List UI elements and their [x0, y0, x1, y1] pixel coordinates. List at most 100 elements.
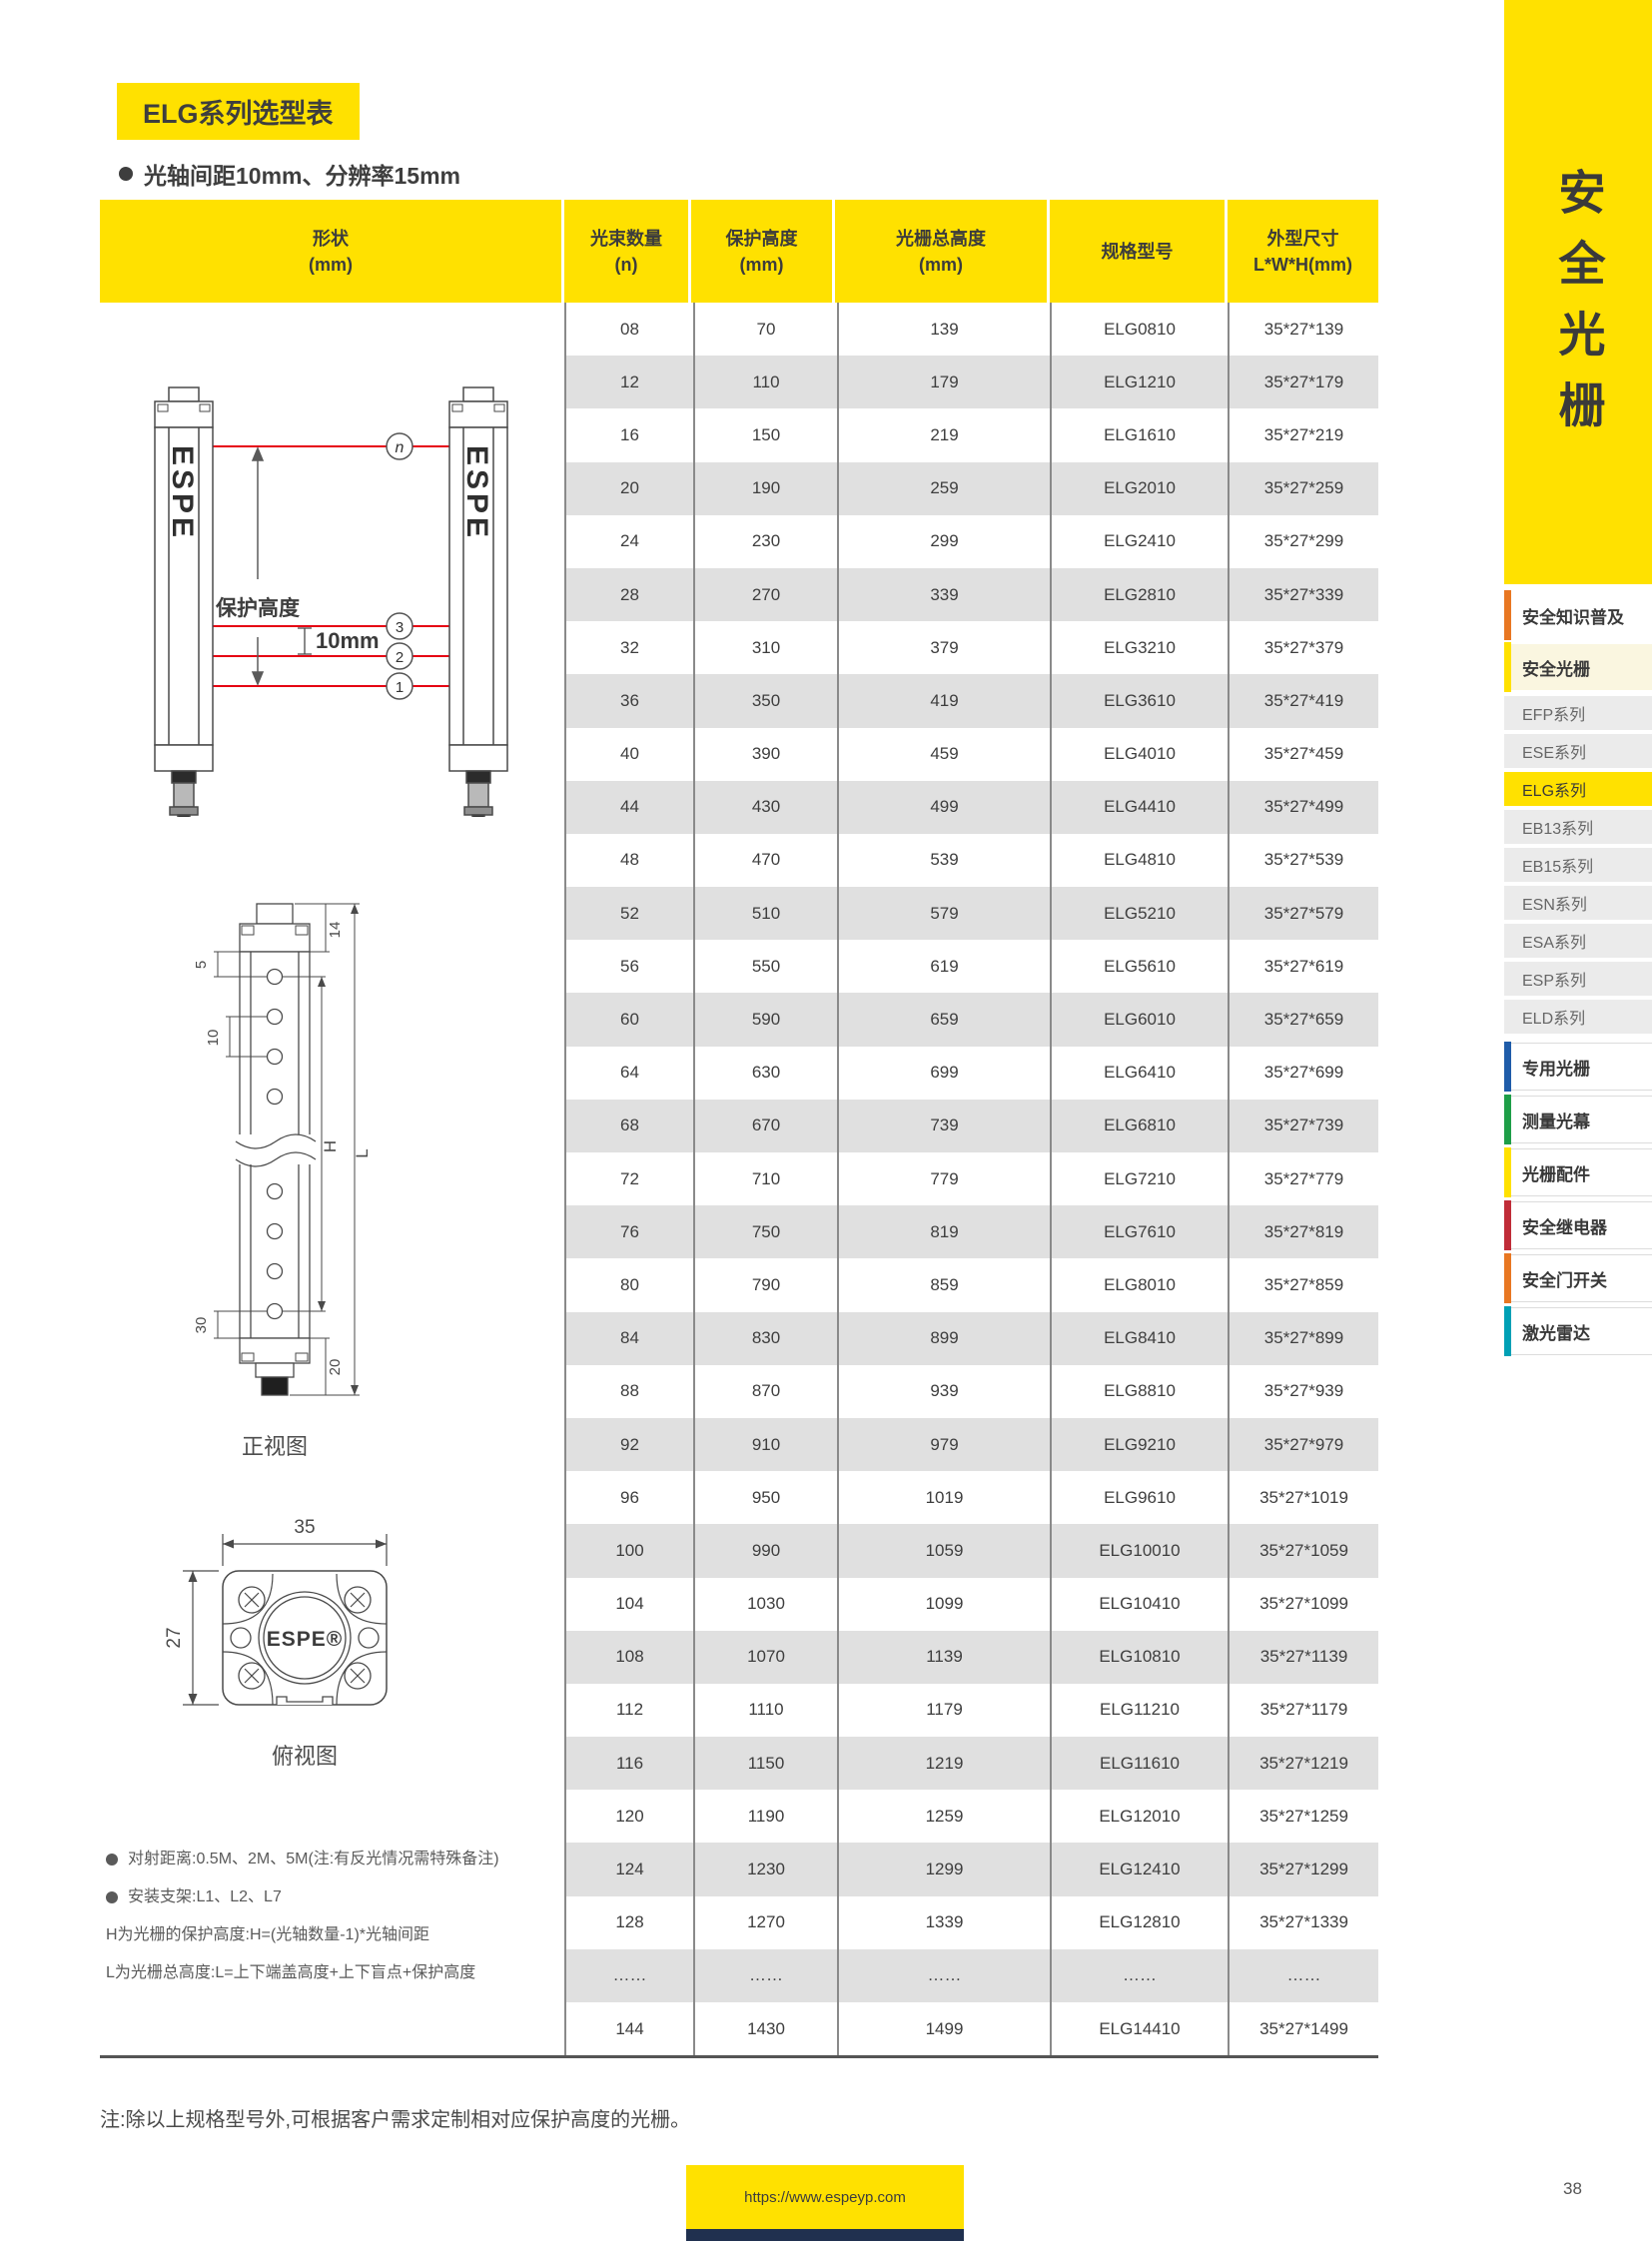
table-cell: 1150	[693, 1737, 837, 1791]
sidebar-item-label: 安全光栅	[1522, 659, 1590, 679]
sidebar-item-safety-relay[interactable]: 安全继电器	[1504, 1200, 1652, 1250]
table-cell: 699	[837, 1046, 1050, 1100]
table-cell: 35*27*739	[1228, 1099, 1378, 1152]
table-cell: 35*27*1339	[1228, 1895, 1378, 1949]
table-cell: 1070	[693, 1630, 837, 1684]
table-cell: 870	[693, 1364, 837, 1418]
table-cell: 470	[693, 833, 837, 888]
table-cell: 92	[620, 1434, 639, 1454]
table-cell: 1030	[693, 1577, 837, 1631]
item-accent-bar	[1504, 1042, 1511, 1092]
table-cell: 190	[693, 461, 837, 515]
table-cell: 710	[693, 1152, 837, 1206]
sidebar-item-eb15[interactable]: EB15系列	[1504, 848, 1652, 882]
table-cell: 419	[837, 674, 1050, 728]
sidebar-item-measuring-curtain[interactable]: 测量光幕	[1504, 1095, 1652, 1144]
table-cell: ……	[612, 1965, 647, 1985]
table-cell: 80	[620, 1274, 639, 1294]
sidebar-item-efp[interactable]: EFP系列	[1504, 696, 1652, 730]
table-cell: 48	[620, 850, 639, 870]
footer-url[interactable]: https://www.espeyp.com	[744, 2188, 906, 2206]
table-cell: 144	[615, 2018, 644, 2038]
table-cell: 390	[693, 727, 837, 781]
sidebar-item-eb13[interactable]: EB13系列	[1504, 810, 1652, 844]
sidebar-item-label: ELG系列	[1522, 783, 1587, 800]
table-cell: 1270	[693, 1895, 837, 1949]
table-cell: 859	[837, 1258, 1050, 1312]
table-cell: 1230	[693, 1843, 837, 1896]
shape-cell-notes: 对射距离:0.5M、2M、5M(注:有反光情况需特殊备注) 安装支架:L1、L2…	[106, 1841, 561, 1992]
table-cell: 750	[693, 1205, 837, 1259]
sidebar-item-esa[interactable]: ESA系列	[1504, 924, 1652, 958]
beam-label-n: n	[396, 439, 405, 456]
table-cell: 35*27*699	[1228, 1046, 1378, 1100]
sidebar-item-label: ESE系列	[1522, 745, 1587, 762]
table-cell: 56	[620, 956, 639, 976]
table-cell: 35*27*339	[1228, 567, 1378, 622]
table-cell: 35*27*539	[1228, 833, 1378, 888]
table-cell: ELG2410	[1050, 514, 1228, 568]
table-cell: 35*27*1219	[1228, 1737, 1378, 1791]
table-cell: ELG0810	[1050, 303, 1228, 357]
bullet-icon	[119, 167, 133, 181]
category-banner-text: 安全光栅	[1551, 168, 1605, 451]
table-cell: 124	[615, 1860, 644, 1879]
top-view-height: 27	[164, 1627, 185, 1648]
table-cell: 630	[693, 1046, 837, 1100]
table-cell: 52	[620, 903, 639, 923]
table-cell: 35*27*219	[1228, 408, 1378, 462]
table-row: …………………………	[566, 1948, 1378, 2002]
table-cell: 1179	[837, 1683, 1050, 1738]
table-cell: 1099	[837, 1577, 1050, 1631]
table-cell: 24	[620, 531, 639, 551]
sidebar-item-esn[interactable]: ESN系列	[1504, 886, 1652, 920]
table-cell: ELG12010	[1050, 1790, 1228, 1844]
dim-end: 20	[327, 1359, 344, 1376]
front-view-diagram: 14 5 10 30 20 H L	[193, 903, 370, 1396]
sidebar-item-special-curtain[interactable]: 专用光栅	[1504, 1042, 1652, 1092]
sidebar-item-eld[interactable]: ELD系列	[1504, 1000, 1652, 1034]
dim-blind-bottom: 30	[193, 1317, 210, 1334]
table-cell: 459	[837, 727, 1050, 781]
sidebar-item-laser-radar[interactable]: 激光雷达	[1504, 1306, 1652, 1356]
table-cell: 116	[615, 1753, 644, 1773]
table-cell: ELG5210	[1050, 887, 1228, 941]
sidebar-item-safety-knowledge[interactable]: 安全知识普及	[1504, 590, 1652, 640]
table-cell: ELG10010	[1050, 1524, 1228, 1578]
table-cell: ……	[837, 1948, 1050, 2002]
table-cell: 950	[693, 1471, 837, 1525]
table-cell: 35*27*579	[1228, 887, 1378, 941]
item-accent-bar	[1504, 1200, 1511, 1250]
sidebar-item-safety-light-curtain[interactable]: 安全光栅	[1504, 642, 1652, 692]
sidebar-item-label: EB13系列	[1522, 821, 1594, 838]
sidebar-item-label: ELD系列	[1522, 1011, 1586, 1028]
sidebar-item-label: EB15系列	[1522, 859, 1594, 876]
table-cell: 1219	[837, 1737, 1050, 1791]
pitch-label: 10mm	[316, 628, 380, 653]
table-cell: ……	[1050, 1948, 1228, 2002]
sidebar-item-accessories[interactable]: 光栅配件	[1504, 1147, 1652, 1197]
sidebar-item-ese[interactable]: ESE系列	[1504, 734, 1652, 768]
item-accent-bar	[1504, 1253, 1511, 1303]
table-cell: 35*27*819	[1228, 1205, 1378, 1259]
formula-h: H为光栅的保护高度:H=(光轴数量-1)*光轴间距	[106, 1926, 430, 1943]
table-cell: 339	[837, 567, 1050, 622]
dim-l: L	[353, 1148, 370, 1157]
table-cell: ELG12410	[1050, 1843, 1228, 1896]
footer-url-box[interactable]: https://www.espeyp.com	[686, 2165, 964, 2229]
sidebar-item-safety-door-switch[interactable]: 安全门开关	[1504, 1253, 1652, 1303]
sidebar-item-elg-active[interactable]: ELG系列	[1504, 772, 1652, 806]
table-header-row: 形状(mm) 光束数量(n) 保护高度(mm) 光栅总高度(mm) 规格型号 外…	[100, 200, 1378, 303]
sidebar-item-esp[interactable]: ESP系列	[1504, 962, 1652, 996]
table-cell: 100	[615, 1540, 644, 1560]
